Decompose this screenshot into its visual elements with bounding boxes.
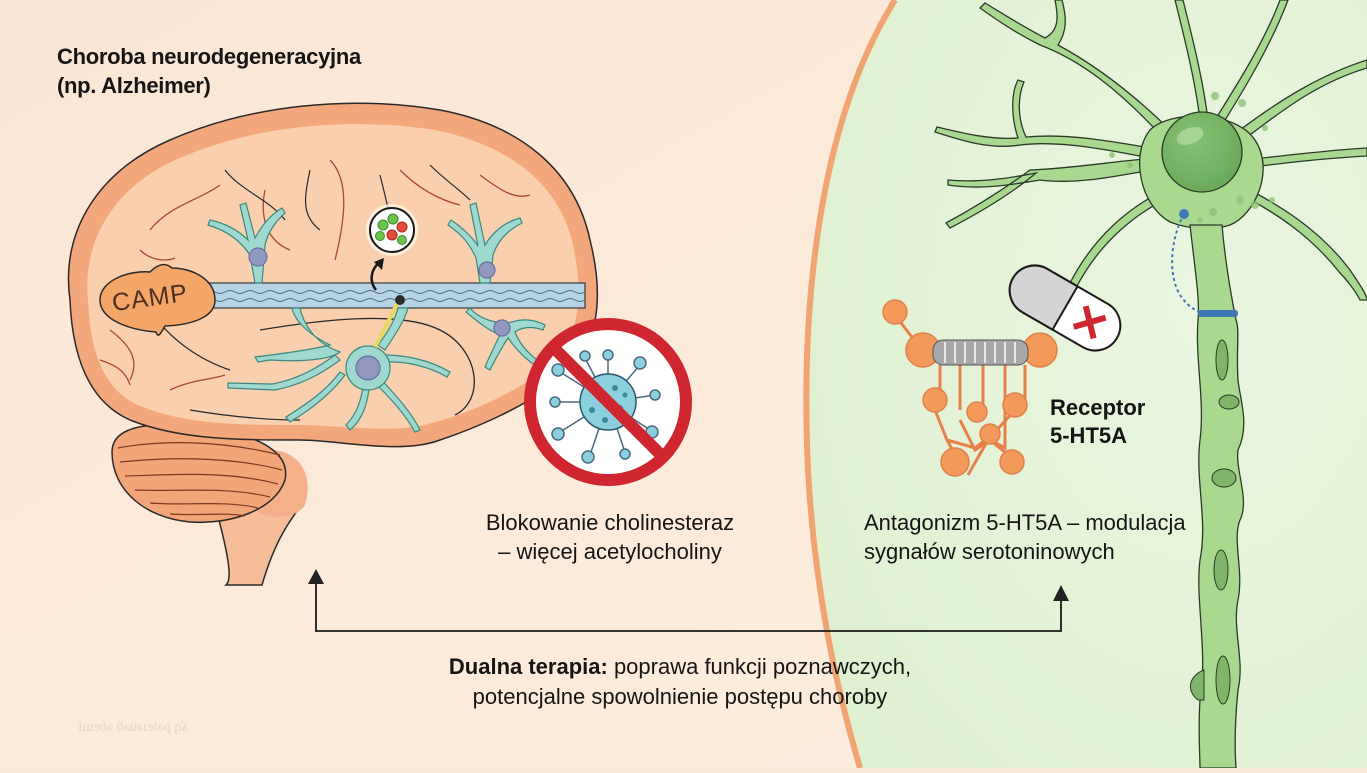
cerebrum-inner [87,124,579,429]
synapse-connector [373,301,400,348]
dual-therapy-connector [308,569,1069,632]
brainstem [214,499,307,586]
antagonism-caption-line-1: Antagonizm 5-HT5A – modulacja [864,510,1186,535]
page-title: Choroba neurodegeneracyjna (np. Alzheime… [57,42,361,100]
dual-therapy-line-2: potencjalne spowolnienie postępu choroby [472,684,888,709]
no-virus-icon [524,318,692,486]
panel-divider [803,0,898,769]
brain-illustration [67,102,599,586]
antagonism-caption-line-2: sygnałów serotoninowych [864,539,1115,564]
camp-bubble [99,263,216,336]
cholinesterase-caption-line-2: – więcej acetylocholiny [498,539,722,564]
cholinesterase-caption: Blokowanie cholinesteraz – więcej acetyl… [430,508,790,566]
dual-therapy-caption: Dualna terapia: poprawa funkcji poznawcz… [330,652,1030,712]
dual-therapy-bold: Dualna terapia: [448,654,608,679]
watermark: ʎq pǝʇɐɹǝuǝƃ ǝɓɐɯI [78,720,189,735]
green-neuron-icon [934,0,1367,769]
antagonism-caption: Antagonizm 5-HT5A – modulacja sygnałów s… [864,508,1284,566]
release-arrowhead [374,258,384,270]
pill-blocked-icon [1008,264,1122,352]
neuron-icon [207,202,546,433]
blue-bead-chain [1171,209,1238,317]
vesicle-icon [366,204,418,256]
receptor-label-line-2: 5-HT5A [1050,423,1128,448]
dual-therapy-line-1-rest: poprawa funkcji poznawczych, [607,654,912,679]
receptor-label: Receptor 5-HT5A [1050,394,1145,450]
cholinesterase-caption-line-1: Blokowanie cholinesteraz [485,510,735,535]
brain-gyri [99,159,531,391]
title-line-2: (np. Alzheimer) [57,73,211,98]
receptor-label-line-1: Receptor [1050,395,1146,420]
title-line-1: Choroba neurodegeneracyjna [57,44,361,69]
receptor-molecule-icon [882,299,1058,477]
synapse-point [395,295,405,305]
dual-therapy-line-1: Dualna terapia: poprawa funkcji poznawcz… [330,652,1030,682]
cerebellum [111,423,287,524]
